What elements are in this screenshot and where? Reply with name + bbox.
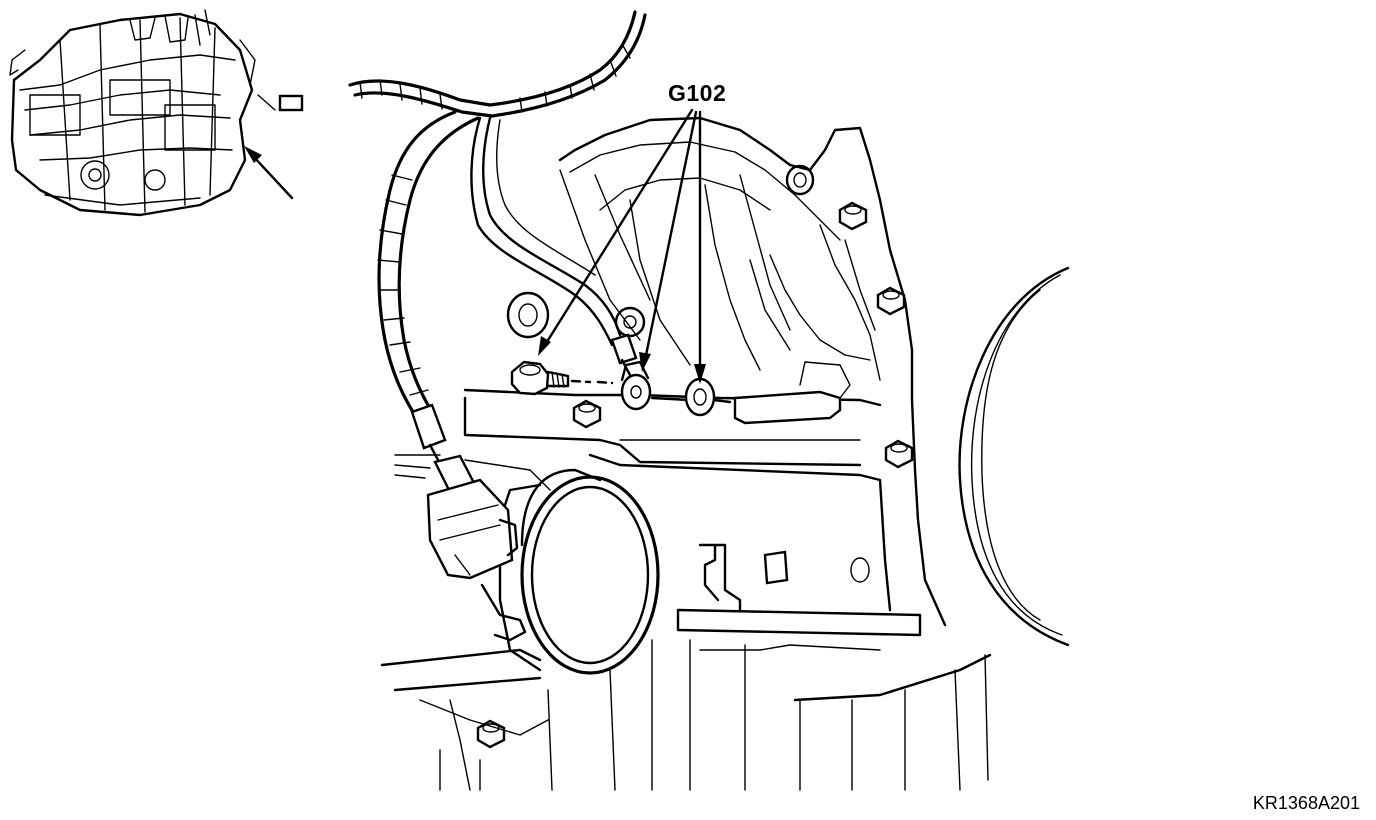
flange-bolt: [476, 719, 506, 749]
flange-bolt: [884, 439, 914, 469]
figure-reference-code: KR1368A201: [1252, 793, 1360, 813]
output-shaft-seal: [498, 468, 660, 675]
flange-bolt: [572, 399, 602, 429]
ground-g102-assembly: [510, 360, 732, 417]
ground-bolt: [510, 360, 570, 396]
ground-callout-label: G102: [668, 80, 727, 106]
ground-eyelet: [620, 360, 652, 411]
harness-connector: [426, 454, 519, 580]
g102-leader-arrows: [538, 108, 706, 384]
engine-locator-thumbnail: [9, 9, 304, 217]
ground-washer: [684, 377, 716, 417]
flange-bolt: [876, 286, 906, 316]
transaxle-housing: [380, 116, 992, 791]
flange-bolt: [838, 201, 868, 231]
wiring-harness: [348, 10, 647, 580]
flywheel-outline: [958, 266, 1070, 647]
